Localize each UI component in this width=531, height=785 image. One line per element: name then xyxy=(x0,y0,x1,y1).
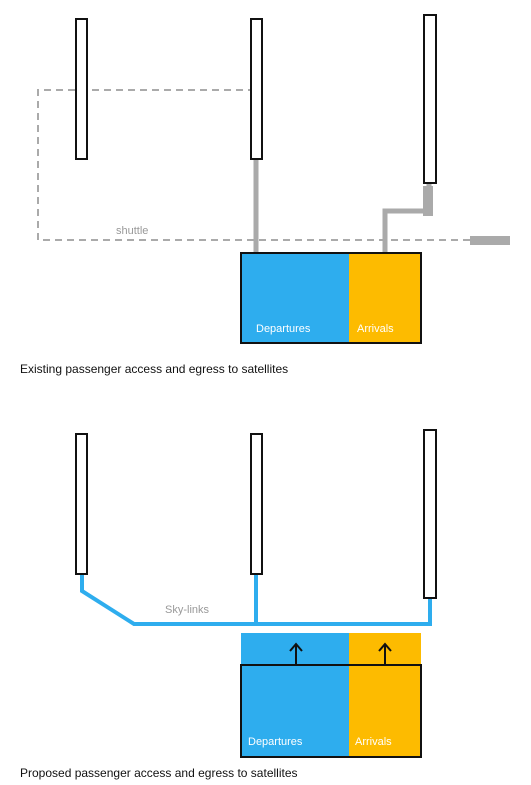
satellite-left xyxy=(75,433,88,575)
connector-right xyxy=(382,184,432,253)
proposed-diagram: Sky-links Departures Arrivals Proposed p… xyxy=(20,429,437,780)
up-arrow-departures xyxy=(289,642,303,665)
shuttle-label: shuttle xyxy=(116,225,148,237)
skylink-path xyxy=(80,575,432,626)
existing-diagram: shuttle Departures Arrivals Existing pas… xyxy=(20,14,510,376)
connector-right-joint xyxy=(423,186,433,216)
arrivals-label: Arrivals xyxy=(357,323,394,335)
departures-label: Departures xyxy=(248,736,303,748)
satellite-left xyxy=(75,18,88,160)
satellite-middle xyxy=(250,433,263,575)
departures-label: Departures xyxy=(256,323,311,335)
shuttle-stub xyxy=(470,236,510,245)
arrivals-block xyxy=(349,665,421,757)
satellite-middle xyxy=(250,18,263,160)
proposed-caption: Proposed passenger access and egress to … xyxy=(20,766,298,780)
satellite-right xyxy=(423,429,437,599)
arrivals-block xyxy=(349,253,421,343)
existing-caption: Existing passenger access and egress to … xyxy=(20,362,288,376)
departures-block xyxy=(241,253,349,343)
arrivals-label: Arrivals xyxy=(355,736,392,748)
departures-block xyxy=(241,665,349,757)
terminal-outline xyxy=(240,664,422,758)
satellite-right xyxy=(423,14,437,184)
up-arrow-arrivals xyxy=(378,642,392,665)
terminal-outline xyxy=(240,252,422,344)
skylinks-label: Sky-links xyxy=(165,604,210,616)
